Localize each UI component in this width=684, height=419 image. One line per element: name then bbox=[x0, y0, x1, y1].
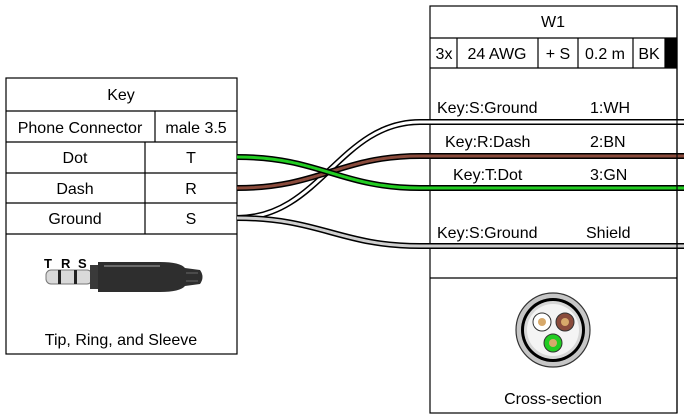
pin-signal-ground: Ground bbox=[48, 211, 101, 228]
pin-r: R bbox=[185, 181, 197, 198]
connector-key: Key Phone Connector male 3.5 Dot T Dash … bbox=[5, 77, 238, 355]
jacket-color-swatch bbox=[665, 38, 677, 68]
wire-1-label: 1:WH bbox=[590, 100, 630, 117]
plug-label-s: S bbox=[78, 256, 87, 271]
connector-caption: Tip, Ring, and Sleeve bbox=[45, 332, 197, 349]
cable-spec-row: 3x 24 AWG + S 0.2 m BK bbox=[436, 38, 677, 68]
pin-signal-dot: Dot bbox=[63, 150, 88, 167]
wire-3-gn bbox=[236, 154, 684, 191]
wire-3-source: Key:T:Dot bbox=[453, 167, 523, 184]
wire-2-source: Key:R:Dash bbox=[445, 134, 530, 151]
cable-w1: W1 3x 24 AWG + S 0.2 m BK Key:S:Ground 1… bbox=[429, 5, 678, 414]
pin-s: S bbox=[186, 211, 197, 228]
cross-section-icon bbox=[515, 292, 591, 368]
plug-label-t: T bbox=[44, 256, 52, 271]
wire-2-label: 2:BN bbox=[590, 134, 626, 151]
wire-bundle bbox=[236, 119, 684, 249]
connector-title: Key bbox=[107, 87, 135, 104]
phone-plug-icon: T R S bbox=[44, 256, 203, 292]
wire-3-label: 3:GN bbox=[590, 167, 627, 184]
wire-1-wh bbox=[236, 119, 684, 221]
wire-2-bn bbox=[236, 153, 684, 191]
pin-signal-dash: Dash bbox=[56, 181, 93, 198]
connector-type-value: male 3.5 bbox=[165, 120, 226, 137]
cross-section-caption: Cross-section bbox=[504, 391, 602, 408]
connector-type-label: Phone Connector bbox=[18, 120, 143, 137]
wire-shield bbox=[236, 215, 684, 249]
spec-length: 0.2 m bbox=[585, 46, 625, 63]
spec-shield: + S bbox=[546, 46, 570, 63]
spec-color: BK bbox=[638, 46, 660, 63]
plug-label-r: R bbox=[61, 256, 71, 271]
shield-source: Key:S:Ground bbox=[437, 225, 538, 242]
pin-t: T bbox=[186, 150, 196, 167]
spec-gauge: 24 AWG bbox=[468, 46, 527, 63]
cable-title: W1 bbox=[541, 14, 565, 31]
wire-1-source: Key:S:Ground bbox=[437, 100, 538, 117]
connector-frame bbox=[5, 77, 238, 355]
spec-count: 3x bbox=[436, 46, 453, 63]
shield-label: Shield bbox=[586, 225, 630, 242]
